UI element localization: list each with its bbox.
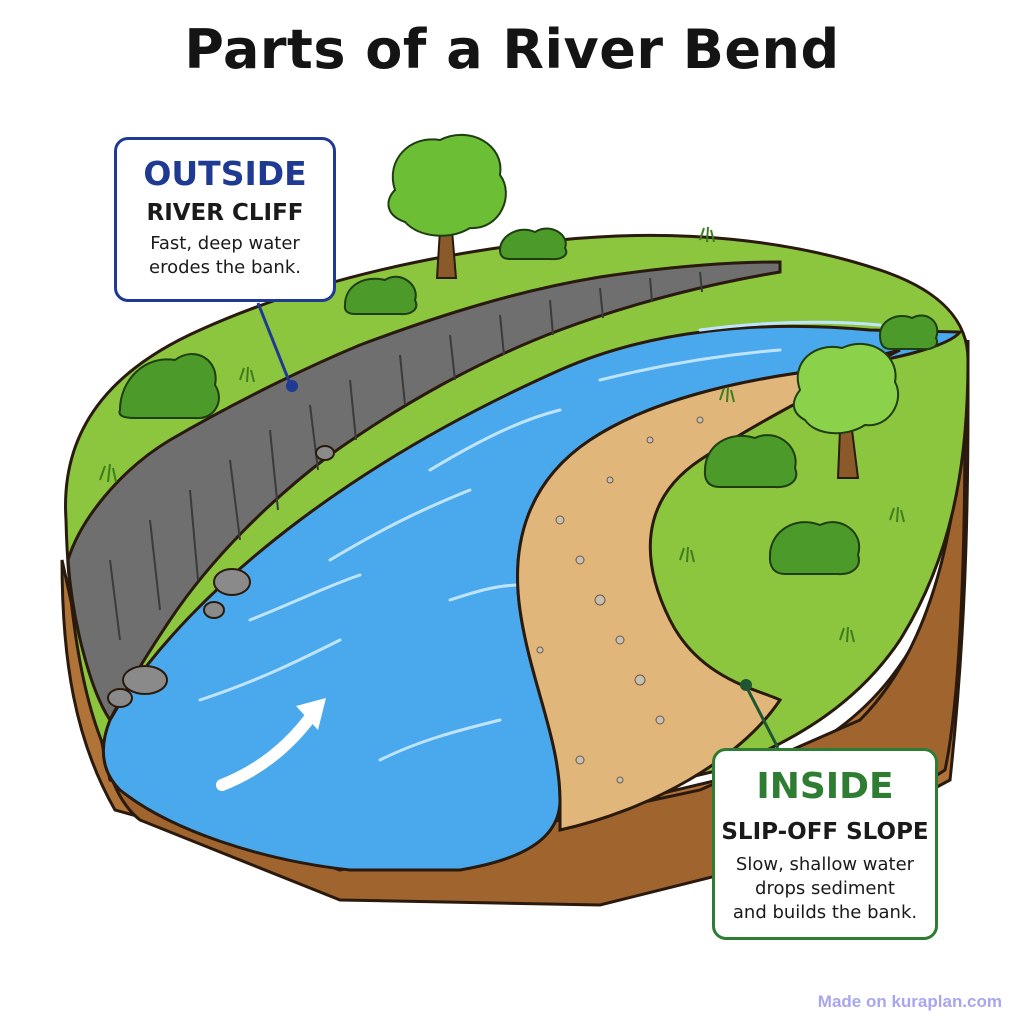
inside-description-line: drops sediment [755,878,895,899]
cliff-cracks [109,271,703,641]
grass-tufts [99,226,905,643]
river-cliff [66,260,782,723]
bush-icon [118,227,939,576]
pebbles [536,416,704,784]
inside-heading: INSIDE [756,766,894,807]
inside-callout: INSIDE SLIP-OFF SLOPE Slow, shallow wate… [712,748,938,940]
inside-description-line: and builds the bank. [732,902,918,923]
flow-arrow-icon [216,698,326,791]
outside-description: Fast, deep water erodes the bank. [117,232,333,280]
page-title: Parts of a River Bend [184,18,840,81]
outside-pointer [256,302,298,392]
watermark: Made on kuraplan.com [817,992,1002,1011]
rock-icon [107,445,335,708]
water-ripples [198,320,882,762]
inside-description-line: Slow, shallow water [735,854,915,875]
outside-heading: OUTSIDE [143,154,307,193]
inside-description: Slow, shallow water drops sediment and b… [715,853,935,925]
soil-base [60,339,970,892]
tree-icon [792,342,900,479]
inside-pointer [740,679,780,749]
outside-subheading: RIVER CLIFF [146,200,304,226]
inside-subheading: SLIP-OFF SLOPE [721,819,929,845]
outside-callout: OUTSIDE RIVER CLIFF Fast, deep water ero… [114,137,336,302]
outside-description-line: Fast, deep water [150,233,300,254]
outside-description-line: erodes the bank. [149,257,301,278]
tree-icon [387,134,507,279]
